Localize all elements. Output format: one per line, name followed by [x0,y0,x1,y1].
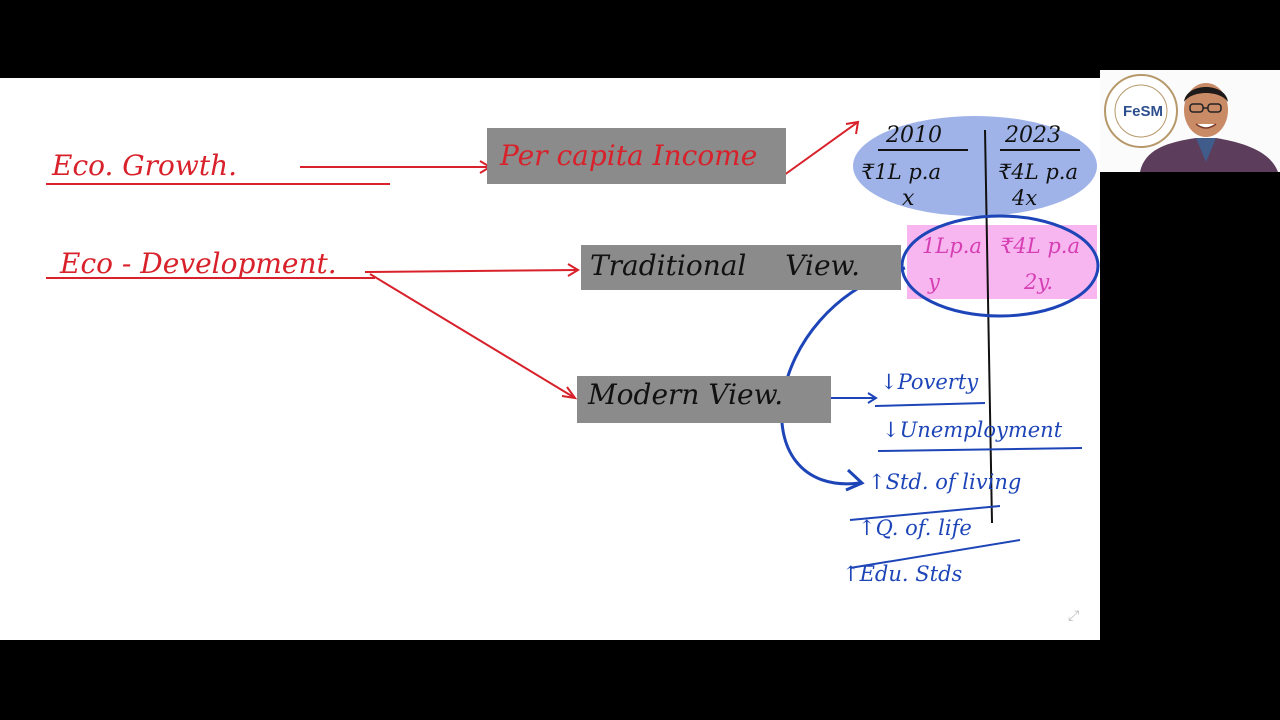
mark-2023: 4x [1012,186,1038,210]
connector-lines [46,116,1100,569]
eco-development-label: Eco - Development. [60,247,337,280]
point-standard-of-living: ↑Std. of living [868,470,1022,494]
year-2023: 2023 [1005,123,1061,148]
traditional-view-box [581,245,901,290]
traditional-2023: ₹4L p.a [1000,234,1080,258]
traditional-2023-b: 2y. [1024,270,1054,294]
top-letterbox [0,0,1280,78]
per-capita-label: Per capita Income [500,139,758,172]
logo-text: FeSM [1123,103,1164,120]
eco-growth-label: Eco. Growth. [52,149,238,182]
bottom-letterbox [0,640,1280,720]
point-poverty: ↓Poverty [880,370,979,394]
mark-2010: x [902,186,915,211]
modern-view-box [577,376,831,423]
presenter-video [1104,74,1278,172]
point-unemployment: ↓Unemployment [882,418,1063,442]
traditional-view-label: Traditional View. [590,249,861,282]
per-capita-box [487,128,786,184]
table-divider [984,129,993,524]
income-comparison-highlight [853,116,1097,216]
webcam-overlay: FeSM [1100,70,1280,172]
development-to-traditional-arrow [364,269,579,273]
income-2010: ₹1L p.a [861,160,941,184]
income-to-table-arrow [779,121,859,179]
income-2023: ₹4L p.a [998,160,1078,184]
whiteboard-canvas[interactable]: Eco. Growth. Eco - Development. Per capi… [0,78,1100,640]
point-education-standards: ↑Edu. Stds [842,562,963,586]
expand-icon[interactable]: ⤢ [1068,608,1080,624]
right-letterbox [1100,172,1280,640]
traditional-2010: 1Lp.a [922,234,982,258]
traditional-comparison-highlight [907,225,1097,299]
traditional-2010-b: y [928,270,940,294]
modern-view-label: Modern View. [588,378,784,411]
year-2010: 2010 [886,123,942,148]
point-quality-of-life: ↑Q. of. life [858,516,972,540]
development-to-modern-arrow [369,273,576,399]
traditional-circle [900,214,1100,318]
